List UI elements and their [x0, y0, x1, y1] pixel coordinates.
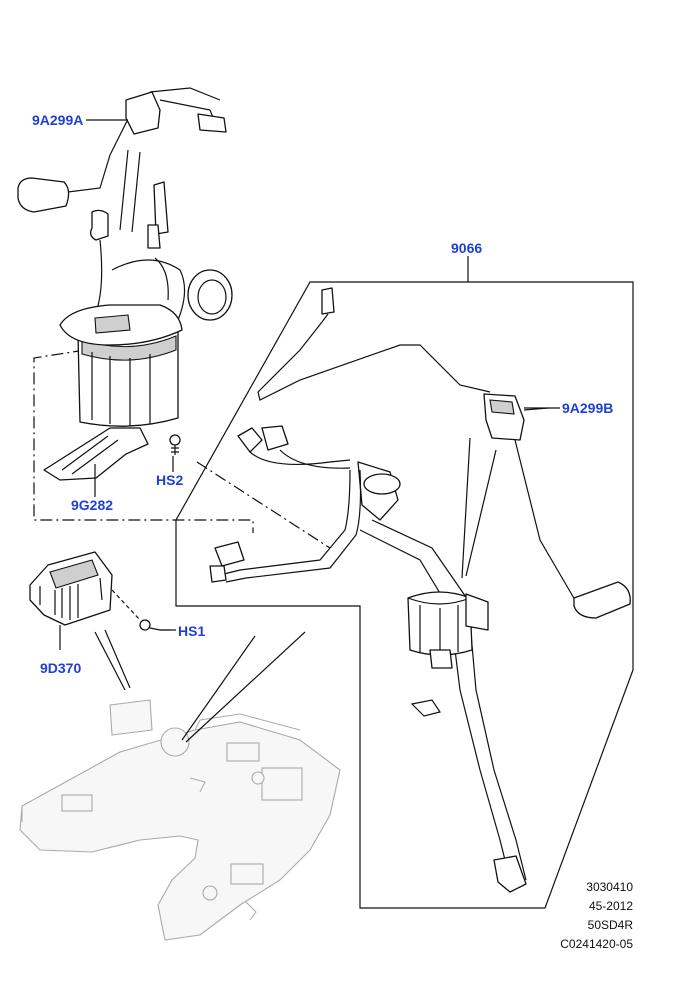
filter-cover-9G282	[43, 427, 149, 492]
callout-9G282[interactable]: 9G282	[71, 497, 114, 513]
callout-HS2[interactable]: HS2	[156, 472, 184, 488]
fuel-tank-ghost	[19, 699, 341, 941]
ref-code-3: 50SD4R	[587, 918, 633, 932]
callout-9A299A[interactable]: 9A299A	[32, 112, 84, 128]
group-outline-9066	[175, 281, 634, 909]
module-9D370	[29, 551, 131, 691]
callout-9D370[interactable]: 9D370	[40, 660, 82, 676]
reference-codes: 3030410 45-2012 50SD4R C0241420-05	[560, 878, 633, 954]
fuel-pump-left	[17, 87, 233, 427]
screw-hs2	[169, 434, 181, 466]
leader-tank	[181, 631, 306, 743]
callout-9A299B[interactable]: 9A299B	[562, 400, 614, 416]
ref-code-1: 3030410	[586, 880, 633, 894]
ref-code-4: C0241420-05	[560, 937, 633, 951]
ref-code-2: 45-2012	[588, 899, 633, 913]
fuel-pump-assembly-9066	[209, 287, 631, 893]
group-outline-dashdot	[33, 349, 331, 549]
callout-HS1[interactable]: HS1	[178, 623, 206, 639]
screw-hs1	[111, 589, 170, 631]
callout-9066[interactable]: 9066	[451, 240, 483, 256]
